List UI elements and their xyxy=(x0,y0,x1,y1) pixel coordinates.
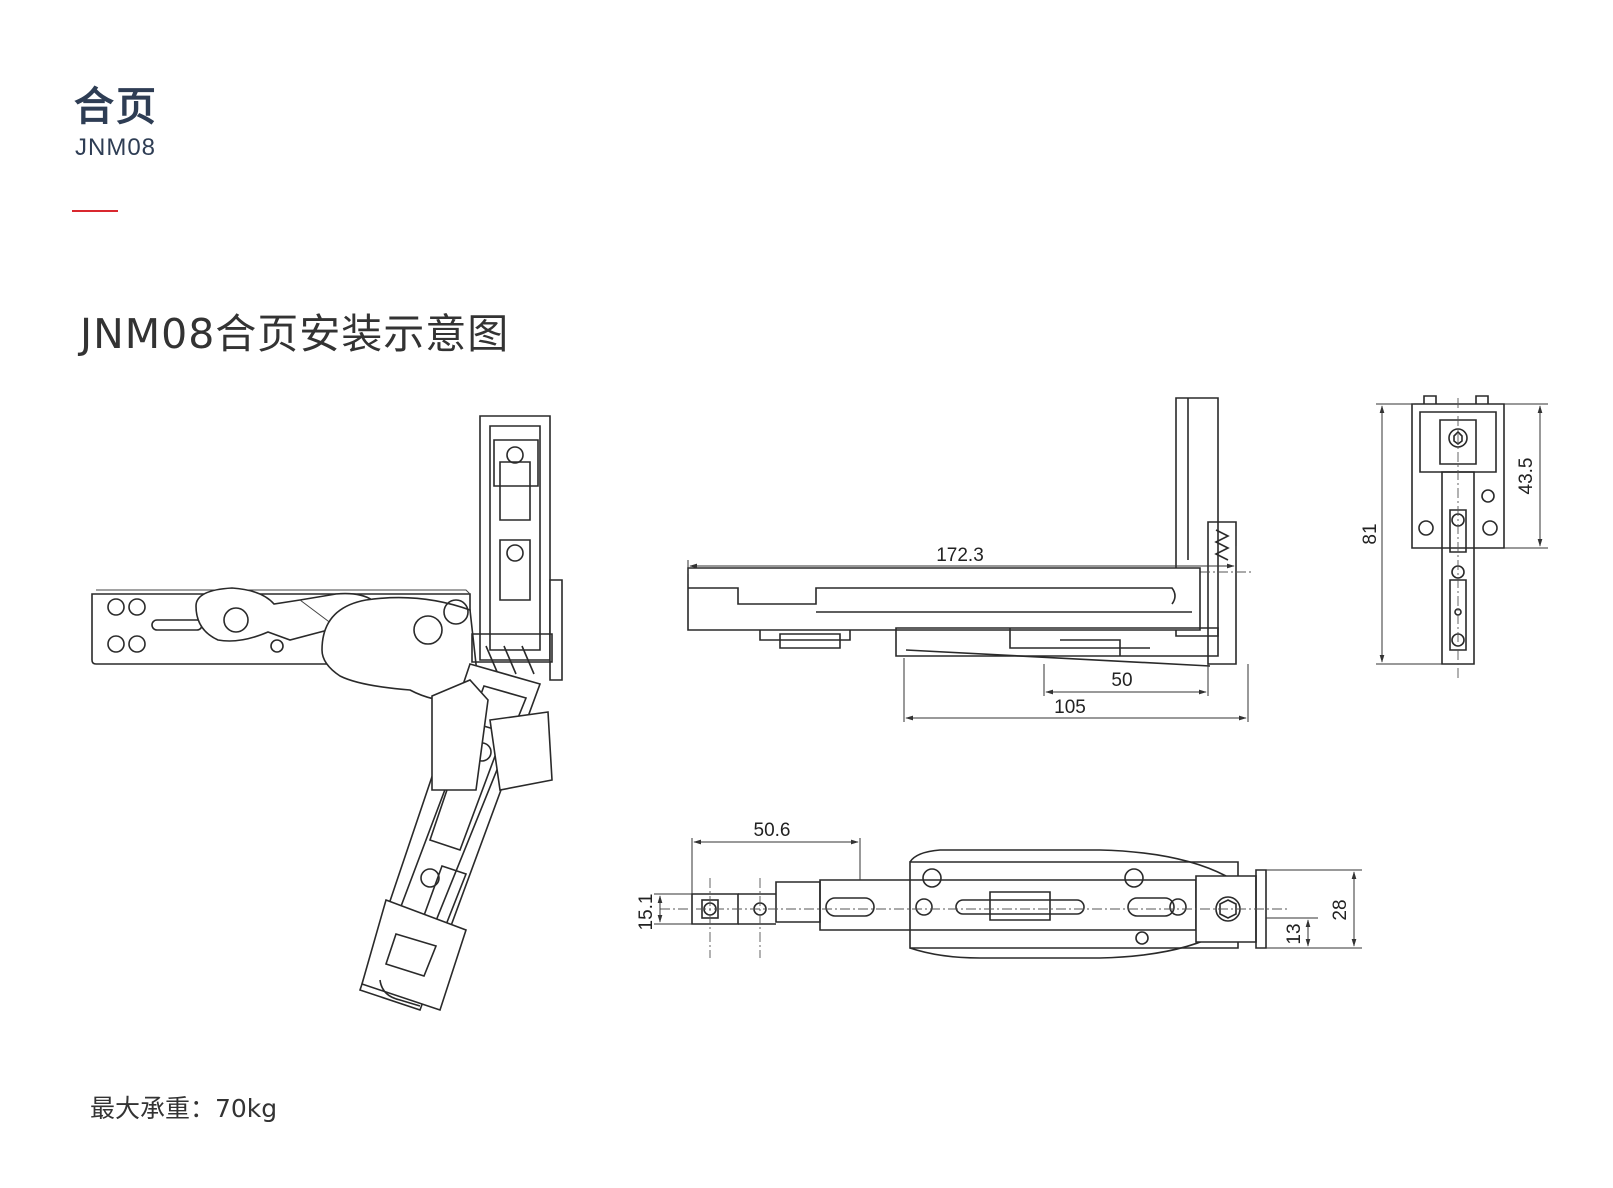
model-code: JNM08 xyxy=(75,134,157,161)
hinge-side-view: 172.3 50 105 xyxy=(687,397,1252,722)
dim-top-offset: 13 xyxy=(1284,923,1305,944)
dim-top-length: 50.6 xyxy=(754,820,791,841)
max-load-spec: 最大承重：70kg xyxy=(90,1094,278,1123)
hinge-perspective-view xyxy=(91,415,563,1012)
hinge-end-view: 81 43.5 xyxy=(1360,395,1548,680)
dim-top-width: 15.1 xyxy=(636,894,657,931)
accent-divider xyxy=(72,210,118,212)
dim-end-height: 81 xyxy=(1360,523,1381,544)
dim-end-upper: 43.5 xyxy=(1516,458,1537,495)
hinge-top-view: 50.6 15.1 13 28 xyxy=(636,820,1362,959)
dim-side-base: 105 xyxy=(1054,697,1086,718)
dim-side-inner: 50 xyxy=(1111,670,1132,691)
section-title: JNM08合页安装示意图 xyxy=(80,310,510,358)
dim-side-length: 172.3 xyxy=(936,545,984,566)
dim-top-height: 28 xyxy=(1330,899,1351,920)
header-title: 合页 xyxy=(74,84,158,130)
